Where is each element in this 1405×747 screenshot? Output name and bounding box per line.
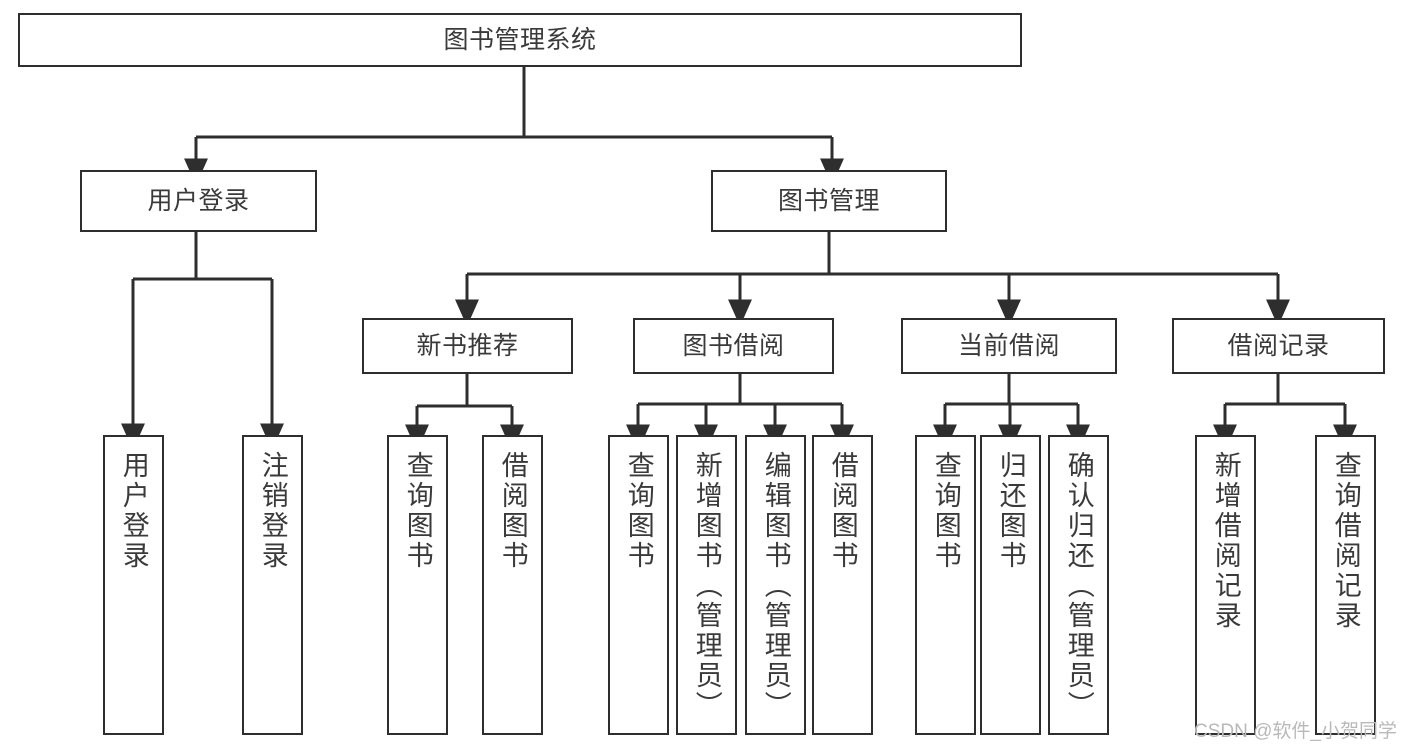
leaf-user-login[interactable]: 用户登录: [103, 435, 164, 735]
leaf-edit-book-admin[interactable]: 编辑图书（管理员）: [745, 435, 806, 735]
node-label: 图书管理: [777, 186, 880, 215]
node-label: 借阅图书: [827, 451, 858, 571]
node-label: 查询图书: [930, 451, 961, 571]
leaf-add-book-admin[interactable]: 新增图书（管理员）: [676, 435, 737, 735]
node-label: 当前借阅: [957, 331, 1060, 360]
node-label: 用户登录: [118, 451, 149, 571]
leaf-query-borrow-record[interactable]: 查询借阅记录: [1315, 435, 1376, 735]
node-label: 图书管理系统: [443, 25, 597, 54]
node-label: 查询借阅记录: [1330, 451, 1361, 631]
node-label: 新增图书（管理员）: [691, 451, 722, 721]
node-label: 用户登录: [147, 186, 250, 215]
csdn-watermark: CSDN @软件_小贺同学: [1194, 721, 1397, 742]
node-label: 注销登录: [257, 451, 288, 571]
node-label: 新增借阅记录: [1210, 451, 1241, 631]
node-book-borrow[interactable]: 图书借阅: [633, 318, 834, 374]
node-label: 编辑图书（管理员）: [760, 451, 791, 721]
node-borrow-record[interactable]: 借阅记录: [1172, 318, 1385, 374]
node-label: 查询图书: [623, 451, 654, 571]
node-label: 借阅图书: [497, 451, 528, 571]
node-user-login[interactable]: 用户登录: [80, 170, 317, 232]
leaf-logout-login[interactable]: 注销登录: [242, 435, 303, 735]
node-label: 归还图书: [995, 451, 1026, 571]
node-new-book-recommend[interactable]: 新书推荐: [362, 318, 573, 374]
node-label: 查询图书: [402, 451, 433, 571]
leaf-confirm-return-admin[interactable]: 确认归还（管理员）: [1048, 435, 1109, 735]
leaf-query-book-1[interactable]: 查询图书: [387, 435, 448, 735]
node-current-borrow[interactable]: 当前借阅: [901, 318, 1117, 374]
node-label: 新书推荐: [416, 331, 519, 360]
leaf-query-book-2[interactable]: 查询图书: [608, 435, 669, 735]
node-root-system[interactable]: 图书管理系统: [18, 13, 1022, 67]
node-label: 确认归还（管理员）: [1063, 451, 1094, 721]
leaf-add-borrow-record[interactable]: 新增借阅记录: [1195, 435, 1256, 735]
leaf-borrow-book-1[interactable]: 借阅图书: [482, 435, 543, 735]
node-label: 借阅记录: [1227, 331, 1330, 360]
leaf-borrow-book-2[interactable]: 借阅图书: [812, 435, 873, 735]
node-label: 图书借阅: [682, 331, 785, 360]
leaf-query-book-3[interactable]: 查询图书: [915, 435, 976, 735]
leaf-return-book[interactable]: 归还图书: [980, 435, 1041, 735]
node-book-management[interactable]: 图书管理: [711, 170, 947, 232]
